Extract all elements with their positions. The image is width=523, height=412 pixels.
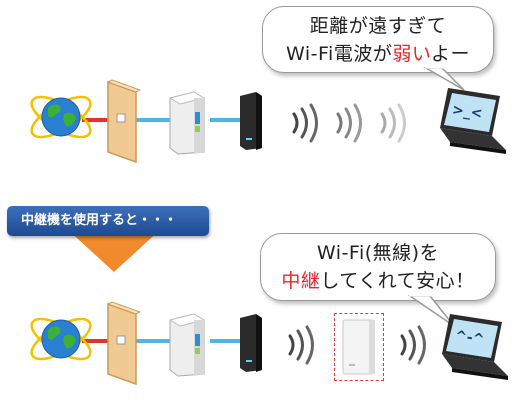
- top-bubble-line2-pre: Wi-Fi電波が: [286, 43, 393, 65]
- cable-blue-bottom-2: [210, 339, 242, 343]
- cable-blue-top-2: [210, 118, 242, 122]
- bottom-bubble-line2-highlight: 中継: [281, 270, 321, 292]
- wall-outlet-icon: [106, 79, 140, 164]
- top-bubble-tail: [423, 66, 465, 91]
- modem-icon: [168, 91, 206, 155]
- top-bubble-line2: Wi-Fi電波が弱いよー: [263, 40, 493, 68]
- wifi-waves-icon: [288, 325, 314, 365]
- top-bubble-line1: 距離が遠すぎて: [309, 15, 447, 37]
- cable-blue-bottom-1: [130, 339, 172, 343]
- bottom-bubble-line2: 中継してくれて安心！: [261, 267, 495, 295]
- globe-icon: [30, 317, 92, 361]
- laptop-icon: [442, 314, 508, 380]
- cable-blue-top-1: [130, 118, 172, 122]
- bottom-bubble-line2-post: してくれて安心！: [320, 270, 475, 292]
- router-icon: [240, 314, 262, 372]
- wall-outlet-icon: [106, 301, 140, 386]
- top-speech-bubble: 距離が遠すぎて Wi-Fi電波が弱いよー: [262, 6, 494, 73]
- wifi-waves-icon: [292, 103, 406, 143]
- globe-icon: [30, 95, 92, 139]
- down-arrow-icon: [66, 228, 162, 272]
- repeater-icon: [342, 319, 375, 375]
- wifi-waves-icon: [400, 325, 426, 365]
- top-bubble-line2-post: よー: [430, 43, 470, 65]
- laptop-icon: [440, 88, 506, 154]
- bottom-bubble-line1: Wi-Fi(無線)を: [316, 242, 440, 264]
- cable-red-bottom: [82, 339, 116, 343]
- router-icon: [240, 92, 262, 150]
- cable-red-top: [82, 118, 116, 122]
- bottom-speech-bubble: Wi-Fi(無線)を 中継してくれて安心！: [260, 233, 496, 301]
- top-bubble-line2-highlight: 弱い: [392, 43, 431, 65]
- repeater-highlight-frame: [334, 313, 384, 381]
- bottom-bubble-tail: [407, 294, 455, 327]
- transition-banner: 中継機を使用すると・・・: [7, 206, 209, 236]
- modem-icon: [168, 313, 206, 377]
